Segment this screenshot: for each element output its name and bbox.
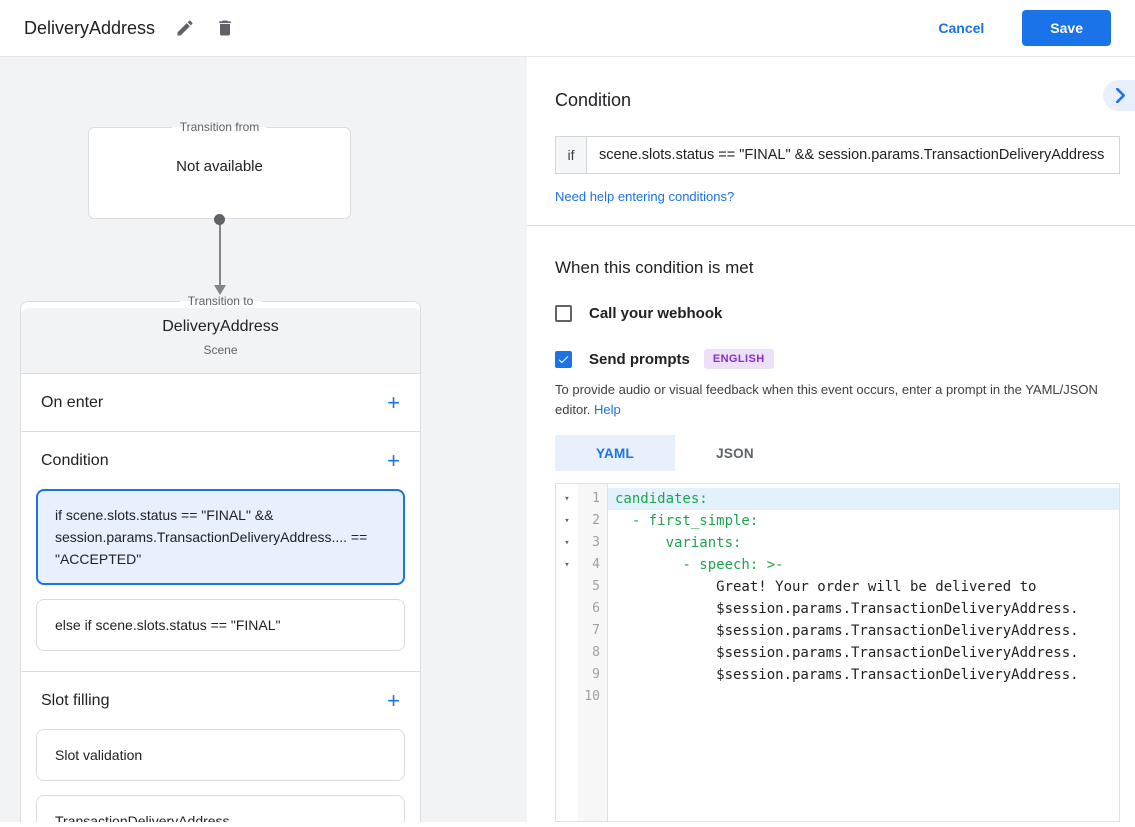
condition-detail-panel: Condition if scene.slots.status == "FINA…	[527, 57, 1135, 827]
transition-from-box: Transition from Not available	[88, 120, 351, 219]
fold-arrow-icon[interactable]: ▾	[564, 560, 570, 571]
when-condition-heading: When this condition is met	[555, 258, 754, 277]
scene-flow-panel: Transition from Not available Transition…	[0, 57, 527, 822]
editor-line: ▾ 1 candidates:	[556, 488, 1119, 511]
webhook-checkbox[interactable]	[555, 305, 572, 322]
slot-card-transaction-delivery-address[interactable]: TransactionDeliveryAddress	[36, 795, 405, 822]
section-on-enter: On enter +	[21, 374, 420, 432]
scene-type: Scene	[203, 343, 238, 357]
slot-filling-label: Slot filling	[41, 691, 110, 709]
yaml-code-editor[interactable]: ▾ 1 candidates: ▾ 2 - first_simple: ▾ 3 …	[555, 483, 1120, 823]
add-on-enter-icon[interactable]: +	[387, 389, 400, 415]
hint-help-link[interactable]: Help	[594, 402, 621, 418]
slot-card-validation[interactable]: Slot validation	[36, 729, 405, 781]
tab-yaml[interactable]: YAML	[555, 435, 675, 472]
condition-card-selected[interactable]: if scene.slots.status == "FINAL" && sess…	[36, 489, 405, 585]
add-condition-icon[interactable]: +	[387, 447, 400, 473]
condition-card[interactable]: else if scene.slots.status == "FINAL"	[36, 599, 405, 651]
section-slot-filling: Slot filling + Slot validation Transacti…	[21, 672, 420, 822]
send-prompts-checkbox[interactable]	[555, 350, 572, 368]
scene-name: DeliveryAddress	[162, 318, 279, 335]
fold-arrow-icon[interactable]: ▾	[564, 538, 570, 549]
editor-line: 6 $session.params.TransactionDeliveryAdd…	[592, 601, 1079, 618]
connector-line	[218, 224, 221, 285]
scene-card-header: DeliveryAddress Scene	[21, 300, 420, 374]
editor-line: 5 Great! Your order will be delivered to	[592, 579, 1037, 596]
on-enter-label: On enter	[41, 393, 104, 411]
panel-divider	[527, 225, 1135, 226]
checkmark-icon	[558, 355, 569, 363]
condition-expression-value[interactable]: scene.slots.status == "FINAL" && session…	[599, 147, 1105, 163]
transition-from-value: Not available	[176, 158, 263, 175]
chevron-right-icon	[1116, 88, 1125, 103]
transition-from-label: Transition from	[179, 120, 260, 134]
editor-tabs: YAML JSON	[555, 435, 1120, 472]
top-toolbar: DeliveryAddress Cancel Save	[0, 0, 1135, 57]
fold-arrow-icon[interactable]: ▾	[564, 494, 570, 505]
connector-dot	[214, 214, 225, 225]
connector-arrowhead-icon	[213, 285, 226, 295]
transition-to-label: Transition to	[187, 294, 254, 308]
fold-arrow-icon[interactable]: ▾	[564, 516, 570, 527]
language-badge: ENGLISH	[703, 349, 774, 369]
editor-line: ▾ 3 variants:	[556, 532, 1119, 554]
webhook-label: Call your webhook	[589, 305, 723, 322]
section-condition: Condition + if scene.slots.status == "FI…	[21, 432, 420, 672]
editor-line: 7 $session.params.TransactionDeliveryAdd…	[592, 623, 1079, 640]
editor-line: 8 $session.params.TransactionDeliveryAdd…	[592, 645, 1079, 662]
condition-help-link[interactable]: Need help entering conditions?	[555, 189, 735, 204]
condition-label: Condition	[41, 451, 109, 469]
page-title: DeliveryAddress	[24, 17, 156, 38]
collapse-panel-button[interactable]	[1103, 80, 1135, 111]
condition-expression-input[interactable]: if scene.slots.status == "FINAL" && sess…	[555, 136, 1120, 174]
editor-line: 9 $session.params.TransactionDeliveryAdd…	[592, 667, 1079, 684]
send-prompts-label: Send prompts	[589, 350, 690, 368]
save-button[interactable]: Save	[1022, 10, 1111, 46]
send-prompts-row: Send prompts ENGLISH	[555, 349, 1120, 369]
editor-line: 10	[584, 689, 600, 705]
cancel-button[interactable]: Cancel	[938, 20, 985, 36]
editor-line: ▾ 2 - first_simple:	[556, 510, 1119, 532]
if-prefix: if	[556, 137, 587, 173]
panel-heading: Condition	[555, 90, 632, 110]
tab-json[interactable]: JSON	[716, 445, 754, 461]
prompt-hint-text: To provide audio or visual feedback when…	[555, 382, 1098, 418]
webhook-row: Call your webhook	[555, 305, 1120, 322]
delete-icon[interactable]	[215, 18, 235, 38]
add-slot-icon[interactable]: +	[387, 687, 400, 713]
transition-to-card: Transition to DeliveryAddress Scene On e…	[20, 294, 421, 822]
editor-line: ▾ 4 - speech: >-	[556, 554, 1119, 576]
edit-icon[interactable]	[175, 18, 195, 38]
